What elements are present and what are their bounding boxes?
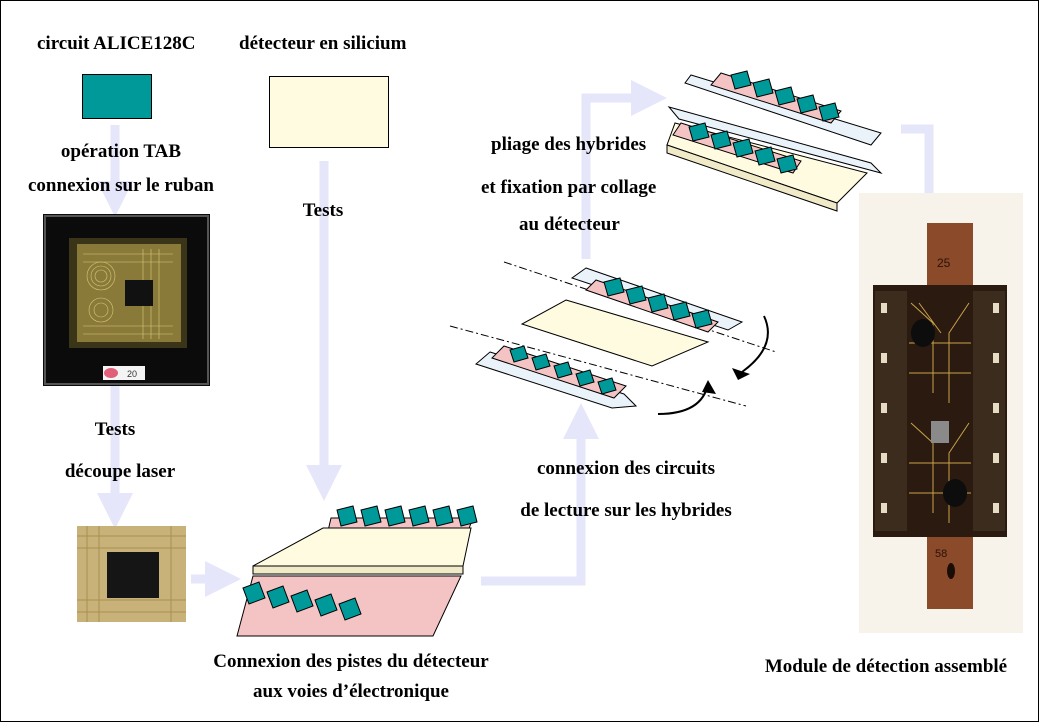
label-fold-line3: au détecteur [519, 214, 620, 235]
tape-detector-plate [520, 299, 710, 367]
label-circuit: circuit ALICE128C [37, 33, 196, 54]
module-bottom-marking: 58 [935, 548, 947, 560]
front-hybrid-row [236, 575, 462, 637]
front-tape [474, 345, 638, 409]
chip-carrier-photo: 20 [43, 214, 210, 386]
label-module-assembled: Module de détection assemblé [764, 656, 1008, 677]
laser-cut-photo [77, 526, 186, 622]
label-tab-line2: connexion sur le ruban [28, 175, 214, 196]
arrow-hybrids-to-folding [581, 80, 667, 259]
label-conn-strips-line2: aux voies d’électronique [253, 681, 449, 702]
hybrid-tape-connection [449, 261, 777, 415]
module-top-marking: 25 [937, 256, 951, 270]
label-tests-left: Tests [94, 419, 136, 440]
label-laser-cut: découpe laser [64, 461, 176, 482]
chip-carrier-marking: 20 [127, 369, 137, 379]
label-detector: détecteur en silicium [239, 33, 407, 54]
silicon-detector [269, 76, 389, 148]
label-conn-circuits-line2: de lecture sur les hybrides [520, 500, 732, 521]
rear-tape [570, 267, 744, 333]
label-fold-line1: pliage des hybrides [491, 134, 647, 155]
arrow-assembly-to-hybrids [481, 403, 599, 586]
assembled-module-photo: 25 58 [859, 193, 1023, 633]
alice128c-chip [82, 74, 152, 119]
detector-hybrid-assembly [236, 505, 478, 637]
folded-hybrids-assembly [666, 70, 883, 212]
detector-plate [252, 527, 472, 575]
label-tab-line1: opération TAB [60, 141, 182, 162]
label-conn-strips-line1: Connexion des pistes du détecteur [213, 651, 489, 672]
label-conn-circuits-line1: connexion des circuits [536, 458, 716, 479]
label-fold-line2: et fixation par collage [481, 177, 657, 198]
label-tests-mid: Tests [302, 200, 344, 221]
